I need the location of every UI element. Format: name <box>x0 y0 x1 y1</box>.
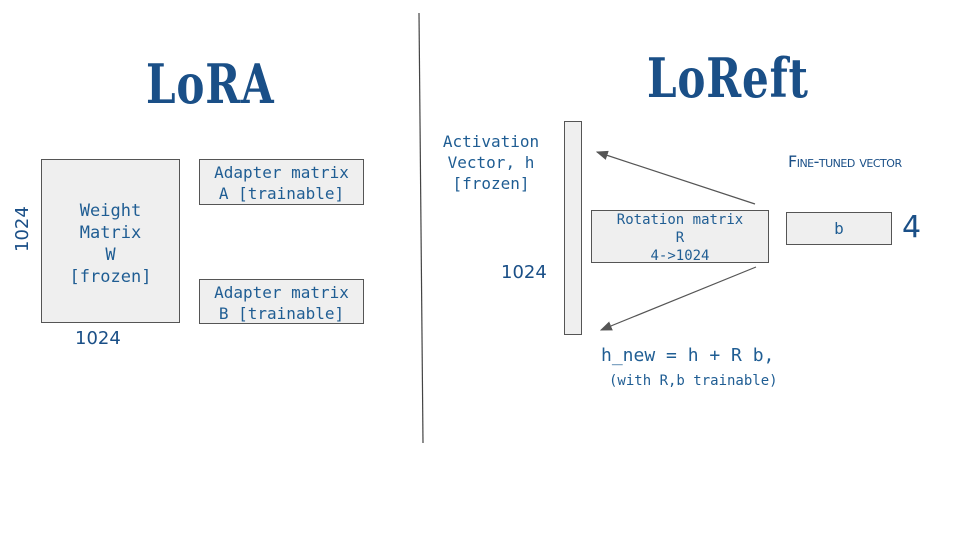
adapter-b-label: Adapter matrix B [trainable] <box>214 283 349 323</box>
weight-matrix-box: Weight Matrix W [frozen] <box>41 159 180 323</box>
weight-matrix-label: Weight Matrix W [frozen] <box>69 201 152 287</box>
lora-title: LoRA <box>146 52 275 116</box>
activation-vector-label: Activation Vector, h [frozen] <box>442 132 540 193</box>
adapter-b-box: Adapter matrix B [trainable] <box>199 279 364 324</box>
vector-b-dim-label: 4 <box>902 210 922 245</box>
rotation-matrix-box: Rotation matrix R 4->1024 <box>591 210 769 264</box>
formula: h_new = h + R b, <box>601 345 775 366</box>
arrow-to-activation-bottom <box>599 266 757 331</box>
formula-note: (with R,b trainable) <box>609 373 778 389</box>
rotation-matrix-label: Rotation matrix R 4->1024 <box>616 212 744 264</box>
adapter-a-label: Adapter matrix A [trainable] <box>214 163 349 203</box>
finetuned-vector-label: Fine-tuned vector <box>788 152 902 171</box>
loreft-title: LoReft <box>647 46 809 110</box>
activation-vector-box <box>564 121 582 335</box>
arrow-to-activation-top <box>595 150 756 205</box>
vector-b-box: b <box>786 212 892 245</box>
adapter-a-box: Adapter matrix A [trainable] <box>199 159 364 205</box>
lora-dim-horizontal: 1024 <box>75 328 121 349</box>
activation-dim-label: 1024 <box>501 262 547 283</box>
vector-b-label: b <box>834 219 844 238</box>
